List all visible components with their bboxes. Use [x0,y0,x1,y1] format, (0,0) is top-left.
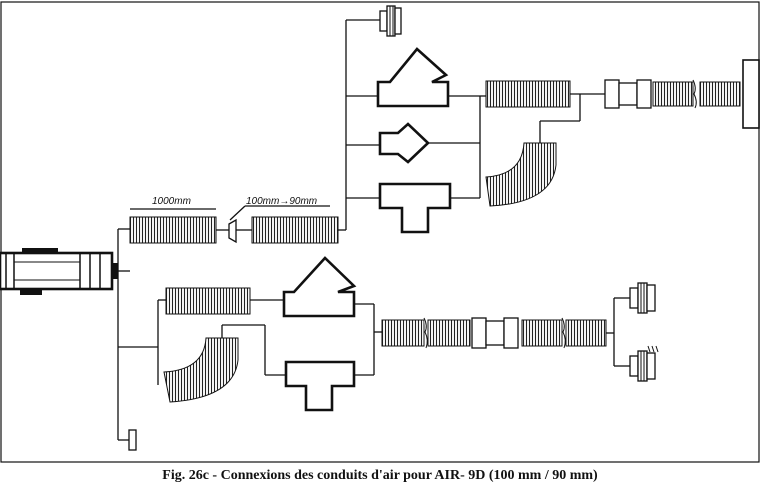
curved-duct-lower [163,337,239,403]
y-piece-icon [376,47,450,108]
duct-lower-run [381,317,471,349]
duct-90mm [251,216,339,244]
vent-outlet-icon [379,5,402,37]
reducer-label: 100mm→90mm [246,196,317,207]
duct-upper-end [652,79,741,109]
curved-duct-upper [485,142,557,207]
diagram-border [0,1,760,463]
reducer-icon [228,218,237,244]
bottom-outlet-icon [128,429,137,451]
duct-1000mm [129,216,217,244]
t-piece-icon [378,182,452,234]
connector-icon [604,79,652,109]
duct-lower-run-2 [521,317,607,349]
connector-icon [471,317,519,349]
vent-outlet-icon [629,345,659,382]
y-piece-icon [282,256,357,318]
t-piece-icon [284,360,356,412]
end-outlet-icon [742,59,760,129]
figure-caption: Fig. 26c - Connexions des conduits d'air… [162,468,598,483]
heater-unit-icon [0,248,118,295]
vent-outlet-icon [629,282,656,314]
length-label: 1000mm [152,196,191,207]
elbow-icon [378,122,430,164]
duct-lower [165,287,251,315]
duct-upper-right [485,80,571,108]
